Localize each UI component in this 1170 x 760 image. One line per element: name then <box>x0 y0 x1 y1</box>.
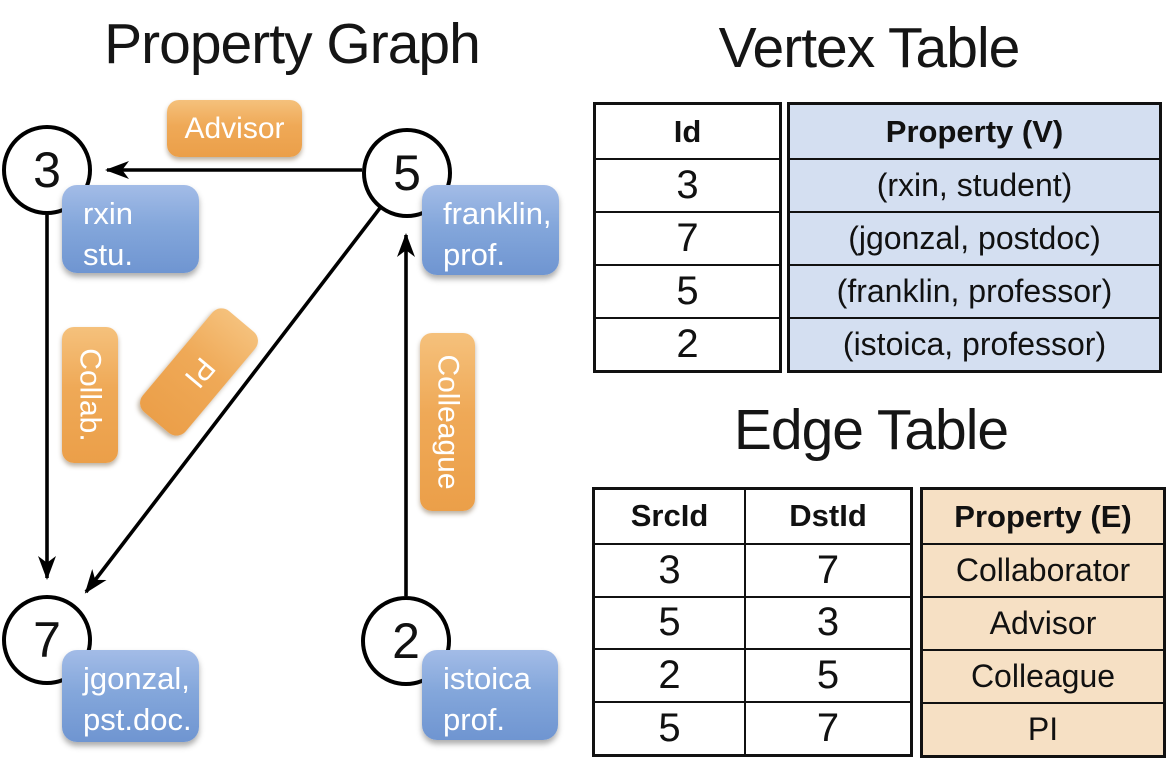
edge-label-collab: Collab. <box>62 327 118 463</box>
edge-table-property-cell: Colleague <box>923 649 1163 702</box>
vertex-label-line: jgonzal, <box>83 661 190 696</box>
edge-table-srcid-cell: 2 <box>658 653 681 698</box>
vertex-label-line: prof. <box>443 237 506 272</box>
vertex-table-property-column: Property (V) (rxin, student) (jgonzal, p… <box>787 102 1162 373</box>
edge-table-row: 5 3 <box>595 595 910 649</box>
vertex-table-id-cell: 7 <box>596 211 779 264</box>
vertex-node-5-id: 5 <box>393 145 421 201</box>
graph-edges <box>38 161 415 596</box>
vertex-label-line: stu. <box>83 237 133 272</box>
vertex-node-7-id: 7 <box>33 612 61 668</box>
edge-label-text: Advisor <box>184 111 285 145</box>
vertex-table-property-header: Property (V) <box>885 113 1064 149</box>
vertex-table-property-cell: (jgonzal, postdoc) <box>790 211 1159 264</box>
vertex-node-2: 2 <box>361 596 451 686</box>
edge-table-id-columns: SrcId DstId 3 7 5 3 2 5 5 7 <box>592 487 913 757</box>
vertex-table-id-column: Id 3 7 5 2 <box>593 102 782 373</box>
edge-table-row: 5 7 <box>595 701 910 754</box>
edge-table-dstid-cell: 3 <box>744 597 910 649</box>
vertex-node-2-id: 2 <box>392 613 420 669</box>
vertex-node-3-id: 3 <box>33 142 61 198</box>
edge-table-dstid-cell: 5 <box>744 650 910 702</box>
edge-table-srcid-cell: 5 <box>658 600 681 645</box>
edge-table-srcid-header: SrcId <box>630 498 709 534</box>
edge-table-dstid-cell: 7 <box>744 544 910 596</box>
edge-table-header-row: SrcId DstId <box>595 490 910 543</box>
graph-title: Property Graph <box>104 12 481 76</box>
vertex-label-jgonzal: jgonzal, pst.doc. <box>62 650 199 742</box>
vertex-node-5: 5 <box>362 128 452 218</box>
vertex-label-franklin: franklin, prof. <box>422 185 559 275</box>
vertex-label-line: istoica <box>443 661 531 696</box>
edge-table-property-header: Property (E) <box>954 498 1132 534</box>
vertex-table-title: Vertex Table <box>718 16 1021 80</box>
edge-table-srcid-cell: 3 <box>658 547 681 592</box>
vertex-label-line: franklin, <box>443 196 552 231</box>
vertex-label-rxin: rxin stu. <box>62 185 199 273</box>
edge-table-row: 3 7 <box>595 542 910 596</box>
vertex-table-id-cell: 3 <box>596 158 779 211</box>
edge-table-srcid-cell: 5 <box>658 706 681 751</box>
vertex-label-line: prof. <box>443 702 506 737</box>
edge-label-text: Collab. <box>74 348 108 442</box>
vertex-table-id-cell: 5 <box>596 264 779 317</box>
vertex-table-id-cell: 2 <box>596 317 779 370</box>
edge-table-title: Edge Table <box>733 398 1009 462</box>
edge-table-property-column: Property (E) Collaborator Advisor Collea… <box>920 487 1166 758</box>
edge-table-property-cell: PI <box>923 702 1163 755</box>
vertex-label-istoica: istoica prof. <box>422 650 558 740</box>
edge-table-row: 2 5 <box>595 648 910 702</box>
vertex-label-line: rxin <box>83 196 133 231</box>
vertex-table-property-cell: (rxin, student) <box>790 158 1159 211</box>
edge-table-property-cell: Advisor <box>923 596 1163 649</box>
vertex-table-id-header: Id <box>673 113 702 149</box>
edge-table-dstid-cell: 7 <box>744 703 910 754</box>
vertex-label-line: pst.doc. <box>83 702 192 737</box>
vertex-table-property-cell: (istoica, professor) <box>790 317 1159 370</box>
vertex-table-property-cell: (franklin, professor) <box>790 264 1159 317</box>
edge-label-text: PI <box>177 350 222 394</box>
edge-5-to-7 <box>84 206 382 594</box>
edge-label-text: Colleague <box>431 354 465 490</box>
edge-label-colleague: Colleague <box>420 333 475 511</box>
edge-label-advisor: Advisor <box>167 100 302 157</box>
edge-table-dstid-header: DstId <box>744 490 910 543</box>
edge-table-property-cell: Collaborator <box>923 543 1163 596</box>
